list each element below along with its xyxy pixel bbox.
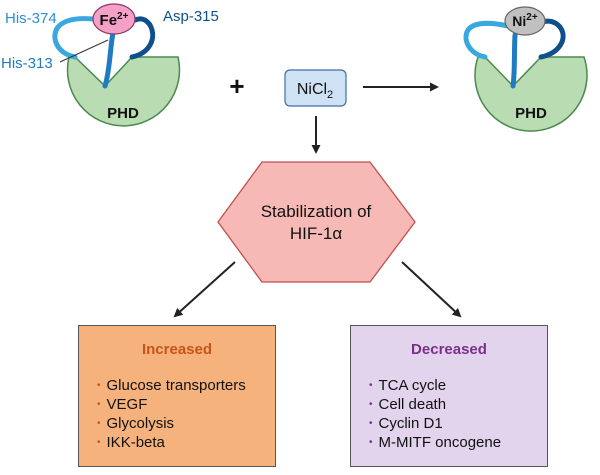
fe-ion bbox=[92, 3, 136, 35]
phd-enzyme-right: Ni2+ PHD bbox=[463, 6, 588, 132]
increased-item: • Glucose transporters bbox=[97, 376, 246, 395]
fe-ion-charge: 2+ bbox=[117, 11, 129, 22]
bullet-icon: • bbox=[97, 437, 101, 448]
ni-loop-left bbox=[463, 20, 511, 60]
stabilization-hexagon: Stabilization of HIF-1α bbox=[217, 161, 416, 283]
asp315-loop bbox=[129, 16, 156, 60]
his374-label: His-374 bbox=[5, 10, 57, 27]
nicl2-subscript: 2 bbox=[327, 89, 333, 101]
increased-list: •Glucose transporters •VEGF •Glycolysis … bbox=[97, 376, 246, 452]
increased-item-label: IKK-beta bbox=[106, 434, 165, 451]
decreased-item: • TCA cycle bbox=[369, 376, 501, 395]
his313-pointer-line bbox=[59, 39, 109, 63]
nicl2-base: NiCl bbox=[297, 81, 327, 98]
ni-ion-charge: 2+ bbox=[526, 12, 538, 23]
ni-loop-right bbox=[537, 18, 566, 60]
his313-label: His-313 bbox=[1, 55, 53, 72]
nicl2-box bbox=[284, 69, 347, 107]
phd-right-body bbox=[474, 56, 588, 132]
bullet-icon: • bbox=[369, 437, 373, 448]
nicl2-label: NiCl2 bbox=[297, 81, 333, 101]
decreased-title: Decreased bbox=[411, 341, 487, 358]
decreased-item-label: TCA cycle bbox=[378, 377, 447, 394]
phd-enzyme-left: Fe2+ His-374 His-313 Asp-315 PHD bbox=[1, 3, 219, 127]
increased-item: • Glycolysis bbox=[97, 414, 246, 433]
decreased-box: Decreased • TCA cycle • Cell death • Cyclin… bbox=[350, 325, 548, 467]
increased-item-label: VEGF bbox=[106, 396, 148, 413]
decreased-item: • M-MITF oncogene bbox=[369, 433, 501, 452]
bullet-icon: • bbox=[97, 399, 101, 410]
arrow-to-increased bbox=[173, 261, 236, 318]
increased-item: • VEGF bbox=[97, 395, 246, 414]
decreased-list: • TCA cycle • Cell death • Cyclin D1 • M-MIT… bbox=[369, 376, 501, 452]
bullet-icon: • bbox=[369, 399, 373, 410]
ni-ion-symbol: Ni bbox=[512, 13, 526, 29]
phd-right-label: PHD bbox=[515, 105, 547, 122]
bullet-icon: • bbox=[369, 418, 373, 429]
decreased-item-label: Cell death bbox=[378, 396, 447, 413]
hexagon-shape bbox=[217, 161, 416, 283]
asp315-label: Asp-315 bbox=[163, 8, 219, 25]
decreased-item: • Cyclin D1 bbox=[369, 414, 501, 433]
decreased-item-label: Cyclin D1 bbox=[378, 415, 443, 432]
phd-left-body bbox=[66, 56, 181, 127]
increased-item-label: Glucose transporters bbox=[106, 377, 246, 394]
fe-ion-symbol: Fe bbox=[100, 12, 118, 29]
bullet-icon: • bbox=[97, 380, 101, 391]
nicl2-reagent: NiCl2 bbox=[284, 69, 347, 107]
decreased-item-label: M-MITF oncogene bbox=[378, 434, 502, 451]
bullet-icon: • bbox=[97, 418, 101, 429]
ni-ion bbox=[504, 6, 546, 36]
stabilization-line1: Stabilization of bbox=[261, 202, 372, 221]
stabilization-line2: HIF-1α bbox=[290, 224, 343, 243]
his374-loop bbox=[52, 16, 96, 60]
ni-loop-middle bbox=[510, 32, 518, 89]
increased-box: Increased • Glucose transporters • VEGF • G… bbox=[78, 325, 276, 467]
increased-item-label: Glycolysis bbox=[106, 415, 175, 432]
increased-title: Increased bbox=[141, 341, 213, 358]
arrow-to-decreased bbox=[401, 261, 462, 318]
plus-sign: + bbox=[229, 71, 244, 101]
decreased-item: • Cell death bbox=[369, 395, 501, 414]
phd-left-label: PHD bbox=[107, 105, 139, 122]
increased-item: • IKK-beta bbox=[97, 433, 246, 452]
bullet-icon: • bbox=[369, 380, 373, 391]
fe-ion-label: Fe2+ bbox=[100, 11, 129, 29]
his313-loop bbox=[102, 30, 116, 89]
ni-ion-label: Ni2+ bbox=[512, 12, 538, 29]
